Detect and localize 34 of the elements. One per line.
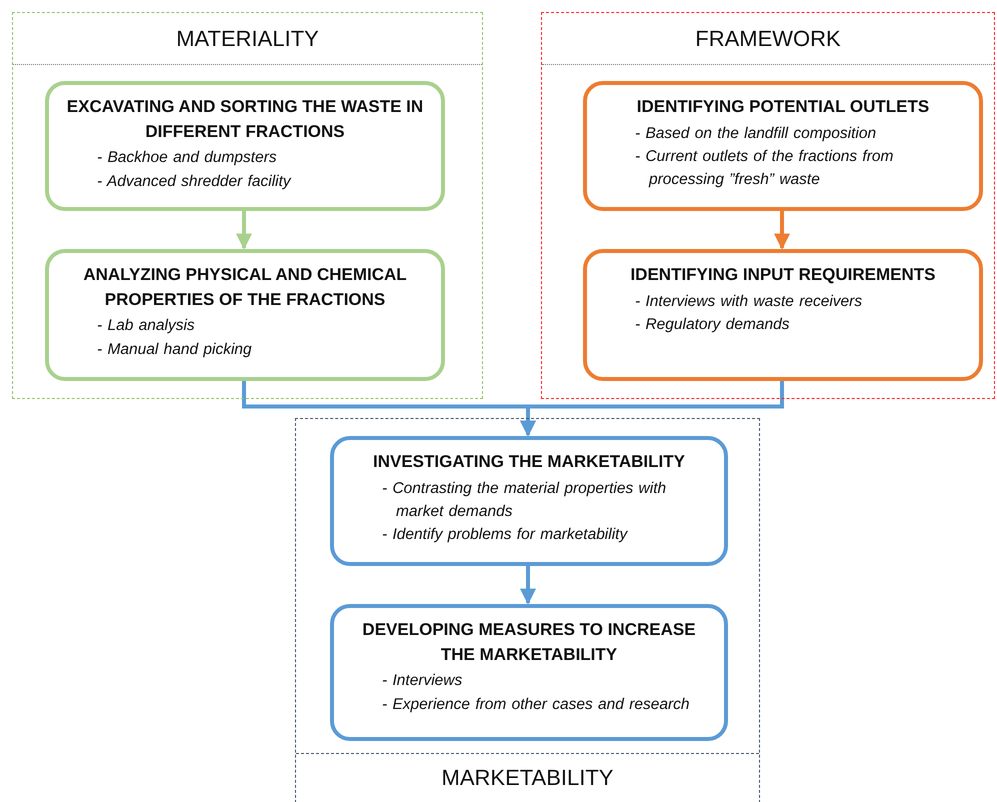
process-box	[583, 81, 983, 211]
bullet-item: - Identify problems for marketability	[382, 525, 629, 546]
group-header: FRAMEWORK	[542, 13, 994, 65]
arrow	[520, 565, 536, 605]
bullet-item: - Interviews with waste receivers	[635, 292, 864, 312]
bullet-item: - Interviews	[382, 671, 464, 692]
box-heading: EXCAVATING AND SORTING THE WASTE IN DIFFERENT FRACTIONS	[66, 96, 424, 143]
box-heading: IDENTIFYING INPUT REQUIREMENTS	[629, 264, 937, 286]
bullet-item: - Regulatory demands	[635, 314, 790, 335]
box-heading: IDENTIFYING POTENTIAL OUTLETS	[636, 96, 930, 118]
box-heading: INVESTIGATING THE MARKETABILITY	[372, 451, 686, 473]
arrow	[520, 380, 784, 437]
dashed-group-frame	[12, 12, 483, 399]
process-box	[583, 249, 983, 381]
bullet-item: - Advanced shredder facility	[97, 172, 292, 192]
arrow	[774, 210, 790, 250]
process-box	[330, 604, 728, 741]
bullet-item: - Contrasting the material properties with market demands	[382, 478, 668, 522]
bullet-item: - Current outlets of the fractions from processing ”fresh” waste	[635, 146, 894, 190]
process-box	[330, 436, 728, 566]
bullet-item: - Lab analysis	[97, 316, 196, 336]
bullet-item: - Experience from other cases and research	[382, 694, 691, 715]
box-heading: ANALYZING PHYSICAL AND CHEMICAL PROPERTIES OF THE FRACTIONS	[82, 264, 408, 311]
dashed-group-frame	[541, 12, 995, 399]
dashed-group-frame	[295, 418, 760, 802]
group-header: MARKETABILITY	[296, 753, 759, 801]
process-box	[45, 249, 445, 381]
arrow	[236, 210, 252, 250]
bullet-item: - Based on the landfill composition	[635, 124, 878, 144]
bullet-item: - Manual hand picking	[97, 340, 253, 360]
bullet-item: - Backhoe and dumpsters	[97, 148, 278, 168]
group-header: MATERIALITY	[13, 13, 482, 65]
box-heading: DEVELOPING MEASURES TO INCREASE THE MARKETABILITY	[361, 619, 697, 666]
process-box	[45, 81, 445, 211]
